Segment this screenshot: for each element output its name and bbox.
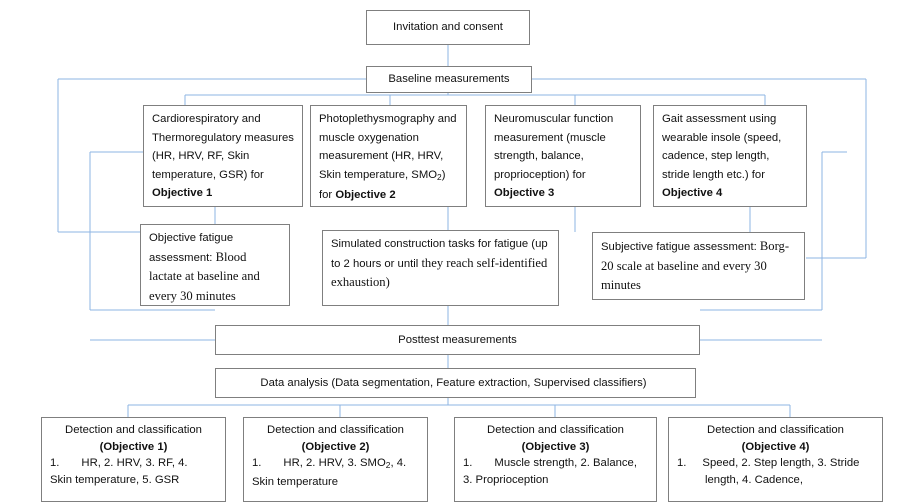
node-data-analysis[interactable]: Data analysis (Data segmentation, Featur… (215, 368, 696, 398)
node-measure-photoplethysmography[interactable]: Photoplethysmography and muscle oxygenat… (310, 105, 467, 207)
node-detection-objective-1[interactable]: Detection and classification (Objective … (41, 417, 226, 502)
node-simulated-construction-tasks[interactable]: Simulated construction tasks for fatigue… (322, 230, 559, 306)
detect-4-title: Detection and classification (707, 424, 844, 436)
node-measure-1-text: Cardiorespiratory and Thermoregulatory m… (152, 113, 294, 199)
node-objective-fatigue-text: Objective fatigue assessment: Blood lact… (149, 232, 260, 303)
node-detection-objective-4[interactable]: Detection and classification (Objective … (668, 417, 883, 502)
detect-2-line-1: 1.HR, 2. HRV, 3. SMO2, 4. (252, 457, 407, 471)
detect-4-line-1: 1.Speed, 2. Step length, 3. Stride (677, 457, 860, 470)
node-detection-objective-2[interactable]: Detection and classification (Objective … (243, 417, 428, 502)
node-detect-3-content: Detection and classification (Objective … (455, 418, 656, 492)
node-baseline-measurements[interactable]: Baseline measurements (366, 66, 532, 93)
node-measure-3-text: Neuromuscular function measurement (musc… (494, 113, 614, 199)
node-subjective-fatigue-assessment[interactable]: Subjective fatigue assessment: Borg-20 s… (592, 232, 805, 300)
detect-3-title: Detection and classification (487, 424, 624, 436)
node-posttest-label: Posttest measurements (398, 333, 517, 346)
node-measure-4-text: Gait assessment using wearable insole (s… (662, 113, 782, 199)
detect-1-title: Detection and classification (65, 424, 202, 436)
node-invitation-and-consent[interactable]: Invitation and consent (366, 10, 530, 45)
detect-1-line-2: Skin temperature, 5. GSR (50, 473, 180, 486)
simulated-tasks-serif: they reach self-identified exhaustion) (331, 255, 548, 290)
objective-4-bold: Objective 4 (662, 187, 723, 199)
detect-3-line-1: 1.Muscle strength, 2. Balance, (463, 457, 637, 470)
detect-1-objective: (Objective 1) (99, 440, 168, 453)
node-objective-fatigue-assessment[interactable]: Objective fatigue assessment: Blood lact… (140, 224, 290, 306)
objective-3-bold: Objective 3 (494, 187, 555, 199)
detect-4-objective: (Objective 4) (741, 440, 810, 453)
detect-4-line-2: length, 4. Cadence, (705, 473, 803, 486)
detect-1-line-1: 1.HR, 2. HRV, 3. RF, 4. (50, 457, 188, 470)
node-detect-4-content: Detection and classification (Objective … (669, 418, 882, 492)
node-baseline-label: Baseline measurements (388, 73, 510, 86)
node-posttest-measurements[interactable]: Posttest measurements (215, 325, 700, 355)
detect-2-smo2-subscript: 2 (385, 460, 391, 471)
node-simulated-tasks-text: Simulated construction tasks for fatigue… (331, 238, 548, 290)
subjective-fatigue-serif: Borg-20 scale at baseline and every 30 m… (601, 239, 790, 292)
objective-2-bold: Objective 2 (335, 189, 396, 201)
node-invitation-label: Invitation and consent (393, 21, 503, 34)
node-detect-1-content: Detection and classification (Objective … (42, 418, 225, 492)
node-detect-2-content: Detection and classification (Objective … (244, 418, 427, 494)
node-subjective-fatigue-text: Subjective fatigue assessment: Borg-20 s… (601, 239, 790, 292)
detect-2-objective: (Objective 2) (301, 440, 370, 453)
node-detection-objective-3[interactable]: Detection and classification (Objective … (454, 417, 657, 502)
objective-1-bold: Objective 1 (152, 187, 213, 199)
objective-fatigue-serif: Blood lactate at baseline and every 30 m… (149, 249, 260, 303)
node-measure-gait[interactable]: Gait assessment using wearable insole (s… (653, 105, 807, 207)
node-data-analysis-label: Data analysis (Data segmentation, Featur… (260, 376, 647, 389)
node-measure-cardiorespiratory[interactable]: Cardiorespiratory and Thermoregulatory m… (143, 105, 303, 207)
smo2-subscript: 2 (437, 171, 442, 182)
detect-2-line-2: Skin temperature (252, 475, 339, 488)
detect-3-objective: (Objective 3) (521, 440, 590, 453)
node-measure-2-text: Photoplethysmography and muscle oxygenat… (319, 113, 457, 201)
detect-2-title: Detection and classification (267, 424, 404, 436)
node-measure-neuromuscular[interactable]: Neuromuscular function measurement (musc… (485, 105, 641, 207)
detect-3-line-2: 3. Proprioception (463, 473, 549, 486)
